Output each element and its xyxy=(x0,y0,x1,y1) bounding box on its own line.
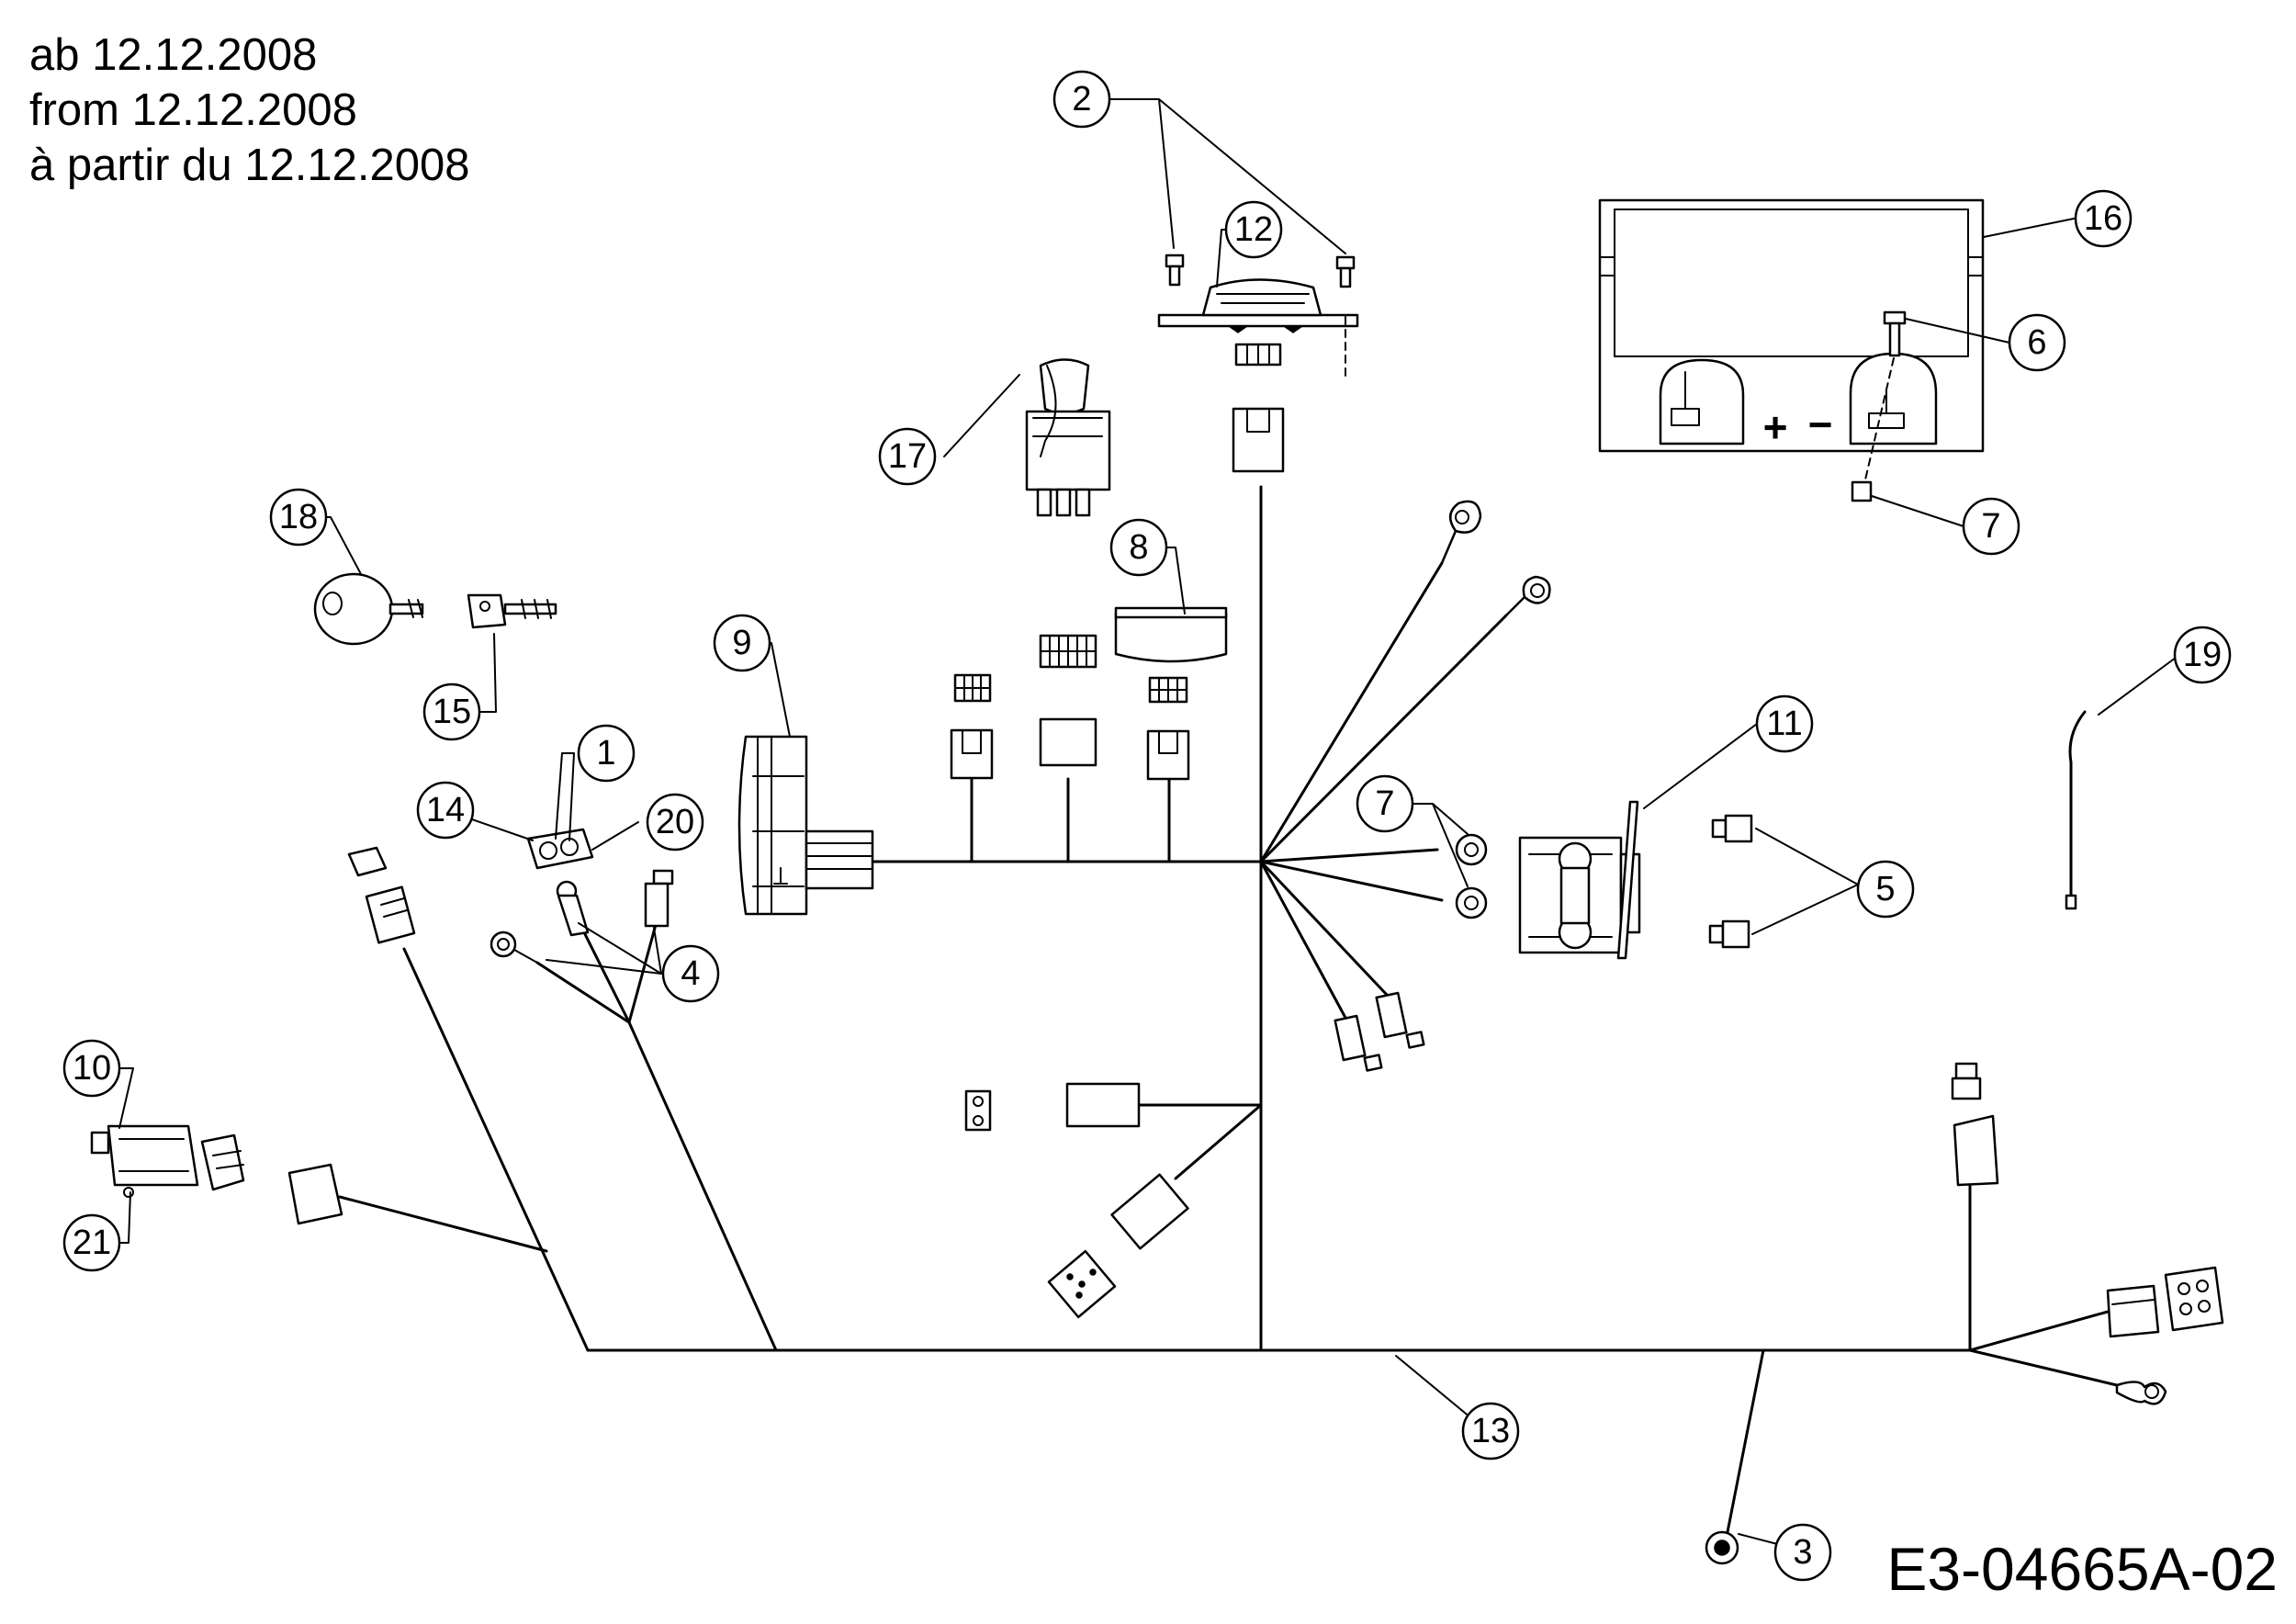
callout-3-label: 3 xyxy=(1793,1533,1812,1572)
ring-terminal-upper-2 xyxy=(1505,575,1551,616)
fuse-small xyxy=(964,1089,992,1132)
battery-negative-sign: − xyxy=(1808,400,1833,448)
callout-15-label: 15 xyxy=(433,693,471,731)
blade-connectors-lower xyxy=(1334,991,1425,1072)
callout-20: 20 xyxy=(646,793,704,851)
connector-6-pin xyxy=(950,673,994,780)
callout-2-label: 2 xyxy=(1072,80,1091,118)
callout-8: 8 xyxy=(1109,518,1168,577)
connector-5-lower xyxy=(1708,919,1750,949)
ring-terminal-upper xyxy=(1440,500,1482,564)
ring-terminal-right xyxy=(2115,1381,2167,1405)
callout-7-solenoid: 7 xyxy=(1356,774,1414,833)
callout-18: 18 xyxy=(269,488,328,547)
date-line-fr: à partir du 12.12.2008 xyxy=(29,141,470,190)
callout-18-label: 18 xyxy=(279,498,318,536)
screw-right xyxy=(1335,255,1356,288)
rocker-switch xyxy=(1025,358,1111,517)
main-harness xyxy=(338,485,2119,1539)
connector-5-upper xyxy=(1711,814,1753,843)
relay-box xyxy=(1065,1082,1141,1128)
callout-9: 9 xyxy=(713,614,771,672)
ring-terminal-4 xyxy=(490,930,538,964)
header-dates: ab 12.12.2008 from 12.12.2008 à partir d… xyxy=(29,28,469,193)
callout-14-label: 14 xyxy=(426,791,465,829)
battery-positive-sign: + xyxy=(1763,403,1788,451)
seat-switch xyxy=(90,1124,245,1198)
connector-8-pin xyxy=(1039,634,1097,767)
callout-4: 4 xyxy=(661,944,720,1003)
callout-12-label: 12 xyxy=(1234,210,1273,249)
relay-module xyxy=(1110,1173,1189,1250)
callout-1: 1 xyxy=(577,724,636,783)
callout-17-label: 17 xyxy=(888,437,927,476)
connector-right-upper xyxy=(1951,1062,1999,1187)
callout-10-label: 10 xyxy=(73,1049,111,1088)
connector-seat-harness xyxy=(287,1163,343,1225)
connector-left-small xyxy=(347,846,416,944)
callout-17: 17 xyxy=(878,427,937,486)
callout-10: 10 xyxy=(62,1039,121,1098)
relay-socket xyxy=(1047,1249,1117,1319)
callout-1-label: 1 xyxy=(596,734,615,773)
callout-5-label: 5 xyxy=(1875,870,1895,908)
callout-7-battery: 7 xyxy=(1962,497,2020,556)
callout-20-label: 20 xyxy=(656,803,694,841)
wire-19 xyxy=(2065,710,2087,910)
pto-switch-bracket xyxy=(1157,278,1359,473)
blade-terminal-4b xyxy=(644,869,674,928)
callout-8-label: 8 xyxy=(1129,528,1148,567)
callout-7-solenoid-label: 7 xyxy=(1375,784,1394,823)
callout-5: 5 xyxy=(1856,860,1915,919)
switch-14 xyxy=(526,828,594,870)
battery: + − xyxy=(1598,198,1985,453)
callout-11: 11 xyxy=(1755,694,1814,753)
callout-14: 14 xyxy=(416,781,475,840)
callout-6: 6 xyxy=(2008,313,2066,372)
callout-15: 15 xyxy=(422,682,481,741)
drawing-number: E3-04665A-02 xyxy=(1886,1535,2278,1603)
callout-19: 19 xyxy=(2173,626,2232,684)
date-line-de: ab 12.12.2008 xyxy=(29,30,318,80)
starter-solenoid xyxy=(1518,800,1641,960)
ignition-switch xyxy=(737,735,874,916)
callout-3: 3 xyxy=(1773,1523,1832,1582)
callout-19-label: 19 xyxy=(2183,636,2222,674)
module-8 xyxy=(1114,606,1228,781)
callout-16-label: 16 xyxy=(2084,199,2122,238)
key-holder xyxy=(313,572,424,646)
ignition-key xyxy=(467,593,557,629)
callout-16: 16 xyxy=(2074,189,2133,248)
callout-11-label: 11 xyxy=(1766,705,1802,743)
callout-4-label: 4 xyxy=(681,954,700,993)
battery-nut xyxy=(1851,480,1873,502)
cable-lug-upper xyxy=(1455,833,1488,866)
date-line-en: from 12.12.2008 xyxy=(29,85,357,135)
callout-13-label: 13 xyxy=(1471,1412,1510,1450)
callout-7-battery-label: 7 xyxy=(1981,507,2000,546)
callout-6-label: 6 xyxy=(2027,323,2046,362)
callout-21: 21 xyxy=(62,1213,121,1272)
battery-bolt xyxy=(1862,310,1907,492)
screw-left xyxy=(1165,254,1185,287)
callout-9-label: 9 xyxy=(732,624,751,662)
callout-12: 12 xyxy=(1224,200,1283,259)
cable-lug-lower xyxy=(1455,886,1488,919)
ground-lug xyxy=(1705,1530,1739,1565)
callout-21-label: 21 xyxy=(73,1224,111,1262)
connector-right-plug xyxy=(2106,1266,2224,1338)
callout-2: 2 xyxy=(1052,70,1111,129)
callout-13: 13 xyxy=(1461,1402,1520,1460)
blade-terminal-4a xyxy=(556,880,590,937)
